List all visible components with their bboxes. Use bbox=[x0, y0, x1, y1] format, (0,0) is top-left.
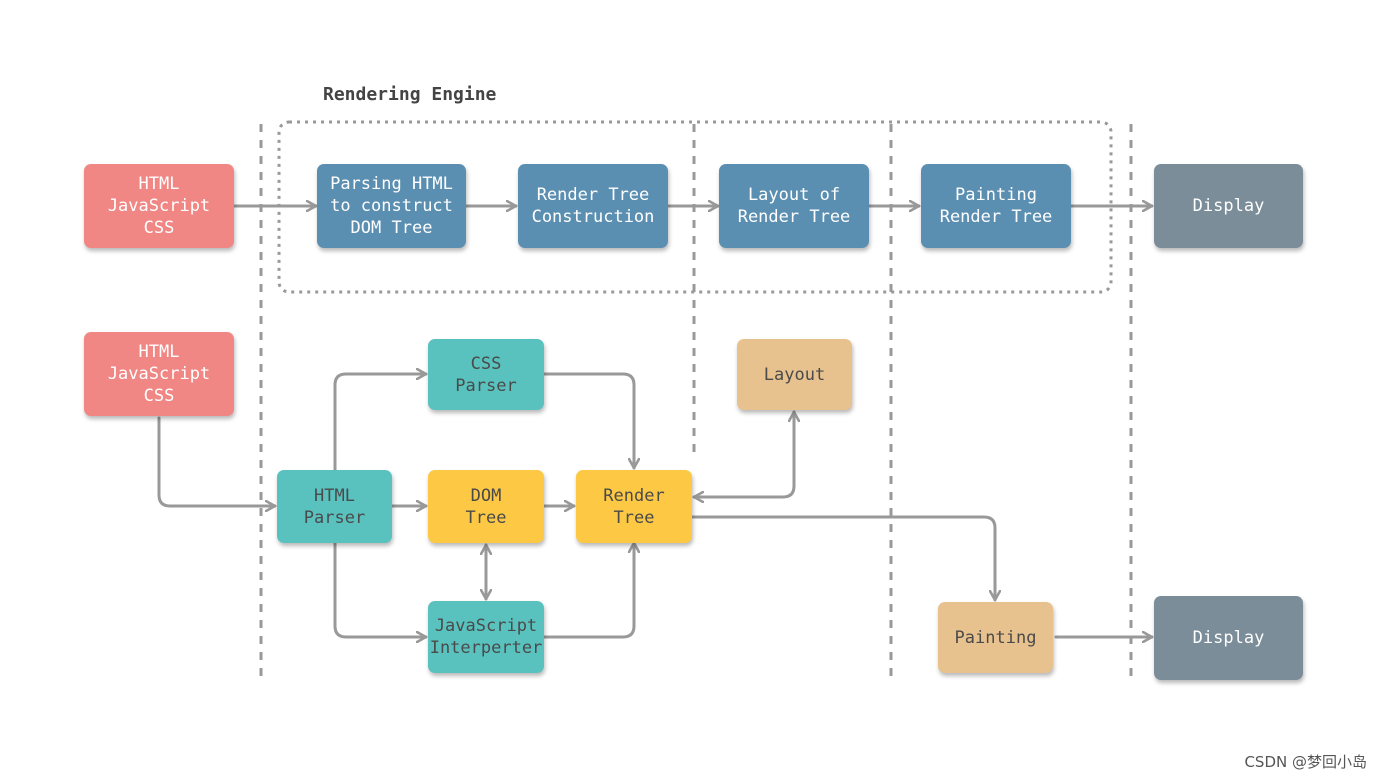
top-input-box: HTML JavaScript CSS bbox=[84, 164, 234, 248]
layout-render-tree-box: Layout of Render Tree bbox=[719, 164, 869, 248]
js-interpreter-box: JavaScript Interperter bbox=[428, 601, 544, 673]
arrow-js-to-render-tree bbox=[542, 541, 634, 639]
arrow-css-parser-to-render-tree bbox=[542, 372, 634, 470]
painting-box: Painting bbox=[938, 602, 1053, 673]
html-parser-box: HTML Parser bbox=[277, 470, 392, 543]
bottom-input-box: HTML JavaScript CSS bbox=[84, 332, 234, 416]
parse-html-box: Parsing HTML to construct DOM Tree bbox=[317, 164, 466, 248]
arrow-html-parser-to-js bbox=[333, 541, 428, 637]
arrow-html-parser-to-css-parser bbox=[333, 374, 428, 472]
diagram-title: Rendering Engine bbox=[323, 84, 497, 105]
arrow-render-tree-layout-bidirectional bbox=[692, 410, 794, 497]
watermark: CSDN @梦回小岛 bbox=[1244, 753, 1367, 771]
layout-box: Layout bbox=[737, 339, 852, 410]
connectors bbox=[157, 206, 1154, 639]
render-tree-construction-box: Render Tree Construction bbox=[518, 164, 668, 248]
dom-tree-box: DOM Tree bbox=[428, 470, 544, 543]
bottom-display-box: Display bbox=[1154, 596, 1303, 680]
arrow-render-tree-to-painting bbox=[691, 515, 995, 602]
render-tree-box: Render Tree bbox=[576, 470, 692, 543]
painting-render-tree-box: Painting Render Tree bbox=[921, 164, 1071, 248]
top-display-box: Display bbox=[1154, 164, 1303, 248]
arrow-input-to-html-parser bbox=[157, 416, 277, 506]
css-parser-box: CSS Parser bbox=[428, 339, 544, 410]
